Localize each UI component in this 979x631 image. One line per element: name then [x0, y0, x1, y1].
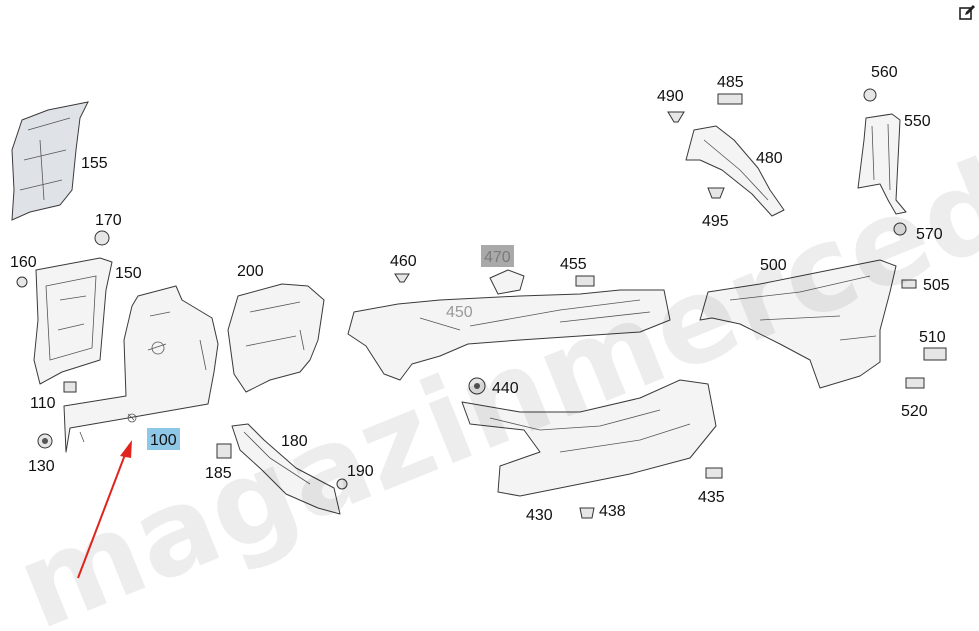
- clip-190[interactable]: [336, 478, 348, 490]
- clip-510[interactable]: [923, 347, 947, 361]
- callout-455[interactable]: 455: [560, 256, 587, 273]
- part-480-bracket[interactable]: [685, 125, 785, 217]
- clip-160[interactable]: [16, 276, 28, 288]
- part-450-tunnel-panel[interactable]: [347, 289, 671, 381]
- part-550-bracket[interactable]: [857, 113, 907, 215]
- callout-495[interactable]: 495: [702, 213, 729, 230]
- callout-200[interactable]: 200: [237, 263, 264, 280]
- clip-570[interactable]: [893, 222, 907, 236]
- callout-150[interactable]: 150: [115, 265, 142, 282]
- callout-550[interactable]: 550: [904, 113, 931, 130]
- edit-icon[interactable]: [958, 4, 976, 22]
- callout-490[interactable]: 490: [657, 88, 684, 105]
- part-180-panel[interactable]: [231, 423, 341, 515]
- part-500-panel[interactable]: [699, 259, 897, 389]
- callout-470-highlight: [481, 245, 514, 267]
- callout-510[interactable]: 510: [919, 329, 946, 346]
- callout-435[interactable]: 435: [698, 489, 725, 506]
- clip-455[interactable]: [575, 275, 595, 287]
- clip-505[interactable]: [901, 279, 917, 289]
- callout-185[interactable]: 185: [205, 465, 232, 482]
- clip-490[interactable]: [667, 111, 685, 123]
- part-200-panel[interactable]: [227, 283, 325, 393]
- clip-560[interactable]: [863, 88, 877, 102]
- callout-505[interactable]: 505: [923, 277, 950, 294]
- callout-485[interactable]: 485: [717, 74, 744, 91]
- clip-460[interactable]: [394, 273, 410, 283]
- callout-155[interactable]: 155: [81, 155, 108, 172]
- part-470-pad[interactable]: [489, 269, 525, 295]
- callout-190[interactable]: 190: [347, 463, 374, 480]
- callout-170[interactable]: 170: [95, 212, 122, 229]
- callout-100[interactable]: 100: [150, 432, 177, 449]
- callout-520[interactable]: 520: [901, 403, 928, 420]
- part-155-panel[interactable]: [11, 101, 89, 221]
- part-150-frame[interactable]: [33, 257, 113, 385]
- clip-130[interactable]: [37, 433, 53, 449]
- part-100-insulation-panel[interactable]: [63, 285, 219, 453]
- clip-110[interactable]: [63, 381, 77, 393]
- clip-170[interactable]: [94, 230, 110, 246]
- clip-438[interactable]: [579, 507, 595, 519]
- callout-430[interactable]: 430: [526, 507, 553, 524]
- callout-480[interactable]: 480: [756, 150, 783, 167]
- clip-440[interactable]: [468, 377, 486, 395]
- callout-450[interactable]: 450: [446, 304, 473, 321]
- callout-570[interactable]: 570: [916, 226, 943, 243]
- callout-100-highlight: [147, 428, 180, 450]
- callout-470[interactable]: 470: [484, 249, 511, 266]
- clip-485[interactable]: [717, 93, 743, 105]
- clip-495[interactable]: [707, 187, 725, 199]
- callout-560[interactable]: 560: [871, 64, 898, 81]
- clip-435[interactable]: [705, 467, 723, 479]
- callout-110[interactable]: 110: [30, 395, 56, 412]
- callout-440[interactable]: 440: [492, 380, 519, 397]
- clip-520[interactable]: [905, 377, 925, 389]
- part-430-tunnel-panel[interactable]: [461, 379, 717, 497]
- callout-160[interactable]: 160: [10, 254, 37, 271]
- clip-185[interactable]: [216, 443, 232, 459]
- callout-438[interactable]: 438: [599, 503, 626, 520]
- callout-460[interactable]: 460: [390, 253, 417, 270]
- callout-130[interactable]: 130: [28, 458, 55, 475]
- callout-180[interactable]: 180: [281, 433, 308, 450]
- callout-500[interactable]: 500: [760, 257, 787, 274]
- red-arrow-icon: [77, 440, 132, 579]
